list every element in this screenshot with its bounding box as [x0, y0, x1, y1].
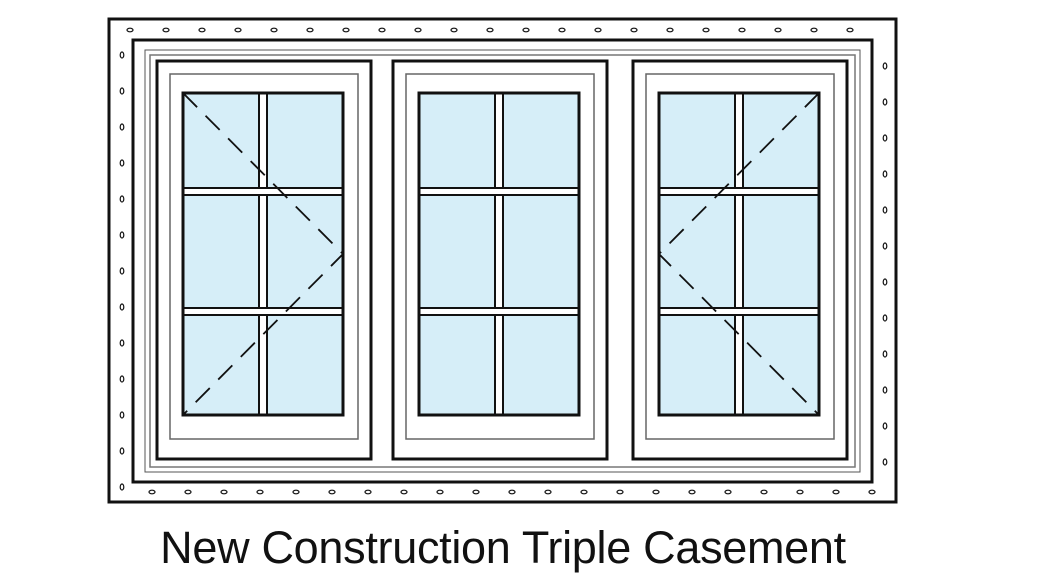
nail-hole [270, 27, 278, 33]
nail-hole [868, 489, 876, 495]
nail-hole [810, 27, 818, 33]
diagram-caption: New Construction Triple Casement [160, 522, 846, 573]
nail-hole [616, 489, 624, 495]
nail-hole [796, 489, 804, 495]
nail-hole [162, 27, 170, 33]
horizontal-muntin [658, 187, 820, 196]
nail-hole [119, 267, 125, 275]
nail-hole [760, 489, 768, 495]
nail-hole [119, 51, 125, 59]
nail-hole [119, 339, 125, 347]
left-casement-sash [155, 59, 373, 461]
nail-hole [882, 98, 888, 106]
nail-hole [544, 489, 552, 495]
swing-direction-indicator [182, 92, 345, 416]
nail-hole [486, 27, 494, 33]
nail-hole [882, 242, 888, 250]
nail-hole [234, 27, 242, 33]
vertical-muntin [734, 92, 744, 416]
nail-hole [594, 27, 602, 33]
vertical-muntin [258, 92, 268, 416]
nail-hole [119, 195, 125, 203]
nail-hole [666, 27, 674, 33]
nail-hole [220, 489, 228, 495]
horizontal-muntin [418, 187, 580, 196]
nail-hole [558, 27, 566, 33]
glass-frame [417, 91, 581, 417]
nail-hole [846, 27, 854, 33]
right-casement-sash [631, 59, 849, 461]
nail-hole [119, 159, 125, 167]
center-fixed-sash [391, 59, 609, 461]
nail-hole [306, 27, 314, 33]
nail-hole [882, 422, 888, 430]
sash-inner-line [645, 73, 835, 440]
nail-hole [364, 489, 372, 495]
nail-holes [119, 27, 888, 495]
nail-hole [882, 458, 888, 466]
nail-hole [436, 489, 444, 495]
vertical-muntin [494, 92, 504, 416]
nail-hole [119, 483, 125, 491]
nail-hole [400, 489, 408, 495]
sash-inner-line [405, 73, 595, 440]
horizontal-muntin [182, 187, 344, 196]
nail-hole [882, 314, 888, 322]
nail-hole [119, 447, 125, 455]
nail-hole [198, 27, 206, 33]
nail-hole [292, 489, 300, 495]
nail-hole [580, 489, 588, 495]
nail-hole [508, 489, 516, 495]
horizontal-muntin [418, 307, 580, 316]
nail-hole [882, 278, 888, 286]
nail-hole [328, 489, 336, 495]
nail-hole [652, 489, 660, 495]
nail-hole [522, 27, 530, 33]
nail-hole [256, 489, 264, 495]
horizontal-muntin [182, 307, 344, 316]
nail-hole [378, 27, 386, 33]
nail-hole [832, 489, 840, 495]
nail-hole [882, 206, 888, 214]
nail-hole [119, 411, 125, 419]
swing-direction-indicator [657, 92, 820, 416]
nail-hole [882, 386, 888, 394]
sash-inner-line [169, 73, 359, 440]
nail-hole [774, 27, 782, 33]
nail-hole [882, 134, 888, 142]
nail-hole [119, 375, 125, 383]
nail-hole [882, 170, 888, 178]
nail-hole [882, 62, 888, 70]
frame-trim-line [144, 49, 861, 473]
nail-hole [119, 231, 125, 239]
nail-hole [126, 27, 134, 33]
nail-hole [724, 489, 732, 495]
nail-hole [119, 123, 125, 131]
nail-hole [450, 27, 458, 33]
nail-hole [184, 489, 192, 495]
nail-hole [119, 303, 125, 311]
nail-hole [148, 489, 156, 495]
nail-hole [342, 27, 350, 33]
horizontal-muntin [658, 307, 820, 316]
nail-hole [414, 27, 422, 33]
nail-hole [702, 27, 710, 33]
frame-trim-line [149, 54, 856, 468]
nail-hole [119, 87, 125, 95]
nail-hole [688, 489, 696, 495]
nail-hole [738, 27, 746, 33]
nail-hole [882, 350, 888, 358]
nail-hole [630, 27, 638, 33]
nail-hole [472, 489, 480, 495]
